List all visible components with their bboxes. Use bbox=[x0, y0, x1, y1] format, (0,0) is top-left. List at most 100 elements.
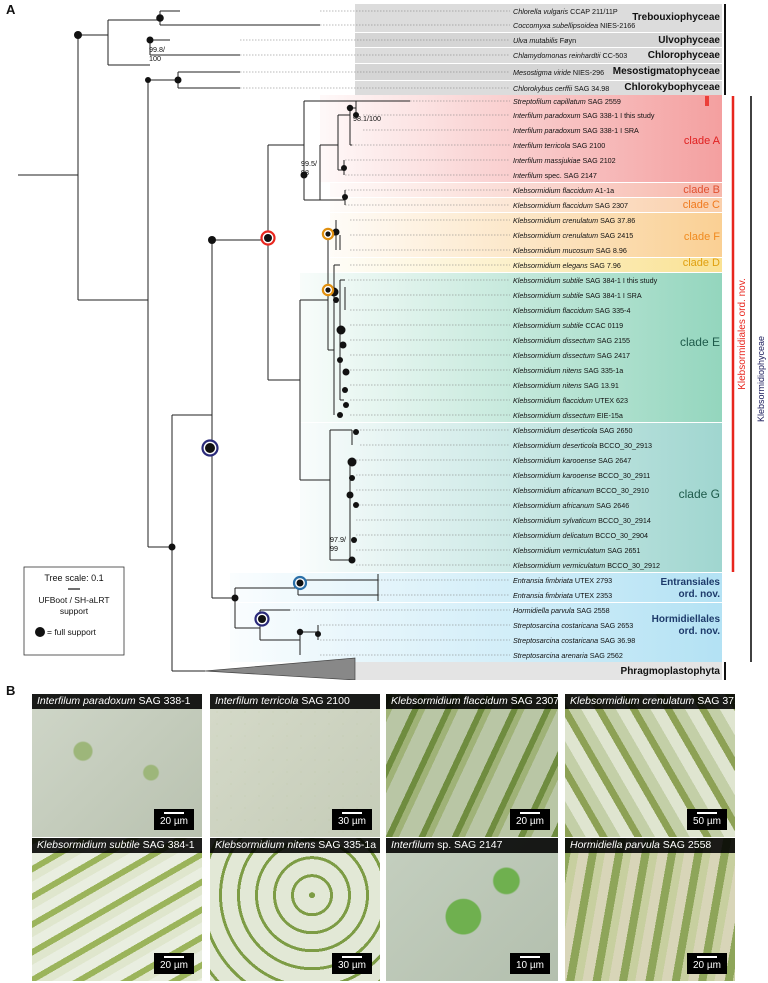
taxon-name: Klebsormidium elegans bbox=[513, 261, 590, 270]
tip-label: Chlamydomonas reinhardtii CC-503 bbox=[513, 51, 627, 60]
taxon-name: Klebsormidium crenulatum bbox=[513, 231, 600, 240]
micrograph-strain: SAG 338-1 bbox=[135, 695, 191, 707]
strain-id: UTEX 2353 bbox=[575, 591, 612, 600]
klebsormidiophyceae-node-core bbox=[205, 443, 215, 453]
tip-label: Klebsormidium karooense BCCO_30_2911 bbox=[513, 471, 650, 480]
scale-bar-label: 30 µm bbox=[338, 960, 366, 971]
micrograph-strain: SAG 2100 bbox=[298, 695, 350, 707]
band-clade-b bbox=[330, 183, 722, 197]
full-support-node bbox=[341, 165, 347, 171]
hormidiellales-node-core bbox=[258, 615, 266, 623]
strain-id: SAG 36.98 bbox=[600, 636, 635, 645]
taxon-name: Klebsormidium subtile bbox=[513, 276, 585, 285]
support-value: 98.1/100 bbox=[353, 114, 381, 123]
band-clade-e bbox=[300, 273, 722, 422]
micrograph-strain: sp. SAG 2147 bbox=[434, 839, 503, 851]
strain-id: UTEX 623 bbox=[595, 396, 628, 405]
scale-bar: 20 µm bbox=[687, 953, 727, 974]
scale-bar: 20 µm bbox=[510, 809, 550, 830]
scale-bar-label: 20 µm bbox=[160, 816, 188, 827]
tip-label: Klebsormidium subtile SAG 384-1 I SRA bbox=[513, 291, 642, 300]
taxon-name: Klebsormidium mucosum bbox=[513, 246, 596, 255]
strain-id: SAG 338-1 I SRA bbox=[583, 126, 640, 135]
strain-id: SAG 2558 bbox=[577, 606, 610, 615]
band-phragmoplastophyta bbox=[355, 662, 722, 680]
scale-bar-label: 30 µm bbox=[338, 816, 366, 827]
klebsormidiales-node-core bbox=[264, 234, 272, 242]
tip-label: Chlorokybus cerffii SAG 34.98 bbox=[513, 84, 609, 93]
strain-id: BCCO_30_2904 bbox=[595, 531, 648, 540]
full-support-node bbox=[333, 297, 339, 303]
tip-label: Interfilum massjukiae SAG 2102 bbox=[513, 156, 616, 165]
micrograph-species: Klebsormidium flaccidum bbox=[391, 695, 508, 707]
tip-label: Entransia fimbriata UTEX 2793 bbox=[513, 576, 612, 585]
panel-b-label: B bbox=[6, 683, 16, 698]
full-support-node bbox=[342, 368, 350, 376]
class-label: Ulvophyceae bbox=[658, 35, 720, 46]
taxon-name: Klebsormidium vermiculatum bbox=[513, 546, 607, 555]
tip-label: Klebsormidium dissectum SAG 2417 bbox=[513, 351, 630, 360]
tip-label: Streptosarcina costaricana SAG 36.98 bbox=[513, 636, 635, 645]
taxon-name: Ulva mutabilis bbox=[513, 36, 560, 45]
taxon-name: Interfilum terricola bbox=[513, 141, 572, 150]
taxon-name: Streptosarcina costaricana bbox=[513, 621, 600, 630]
full-support-node bbox=[300, 171, 308, 179]
strain-id: SAG 2102 bbox=[583, 156, 616, 165]
scale-bar-line bbox=[697, 956, 717, 958]
legend-full-support: = full support bbox=[47, 627, 97, 637]
scale-bar-line bbox=[342, 812, 362, 814]
taxon-name: Klebsormidium dissectum bbox=[513, 411, 597, 420]
taxon-name: Klebsormidium nitens bbox=[513, 366, 584, 375]
tip-label: Klebsormidium deserticola SAG 2650 bbox=[513, 426, 632, 435]
full-support-node bbox=[346, 491, 354, 499]
taxon-name: Klebsormidium subtile bbox=[513, 291, 585, 300]
tip-label: Klebsormidium karooense SAG 2647 bbox=[513, 456, 631, 465]
tip-label: Klebsormidium africanum BCCO_30_2910 bbox=[513, 486, 649, 495]
full-support-node bbox=[156, 14, 164, 22]
micrograph-caption: Klebsormidium flaccidum SAG 2307 bbox=[386, 694, 558, 709]
micrograph-species: Interfilum paradoxum bbox=[37, 695, 136, 707]
full-support-node bbox=[353, 112, 359, 118]
clade-label: clade A bbox=[684, 135, 721, 147]
klebsormidiophyceae-label: Klebsormidiophyceae bbox=[756, 336, 766, 422]
tip-label: Klebsormidium nitens SAG 13.91 bbox=[513, 381, 619, 390]
full-support-node bbox=[353, 429, 359, 435]
strain-id: BCCO_30_2912 bbox=[607, 561, 660, 570]
tip-label: Klebsormidium dissectum SAG 2155 bbox=[513, 336, 630, 345]
tip-label: Klebsormidium flaccidum A1-1a bbox=[513, 186, 614, 195]
tip-label: Klebsormidium vermiculatum BCCO_30_2912 bbox=[513, 561, 660, 570]
strain-id: BCCO_30_2910 bbox=[596, 486, 649, 495]
tip-label: Klebsormidium sylvaticum BCCO_30_2914 bbox=[513, 516, 651, 525]
micrograph-tile: Klebsormidium crenulatum SAG 37.8650 µm bbox=[565, 694, 735, 837]
scale-bar-line bbox=[697, 812, 717, 814]
class-label: Trebouxiophyceae bbox=[632, 12, 720, 23]
tip-label: Interfilum terricola SAG 2100 bbox=[513, 141, 605, 150]
micrograph-strain: SAG 2307 bbox=[507, 695, 558, 707]
taxon-name: Klebsormidium flaccidum bbox=[513, 186, 595, 195]
strain-id: SAG 384-1 I SRA bbox=[585, 291, 642, 300]
strain-id: NIES-2166 bbox=[600, 21, 635, 30]
scale-bar: 20 µm bbox=[154, 809, 194, 830]
strain-id: SAG 13.91 bbox=[584, 381, 619, 390]
taxon-name: Streptofilum capillatum bbox=[513, 97, 588, 106]
strain-id: BCCO_30_2914 bbox=[598, 516, 651, 525]
tip-label: Klebsormidium vermiculatum SAG 2651 bbox=[513, 546, 640, 555]
scale-bar-line bbox=[342, 956, 362, 958]
full-support-node bbox=[146, 36, 154, 44]
strain-id: BCCO_30_2913 bbox=[599, 441, 652, 450]
taxon-name: Klebsormidium dissectum bbox=[513, 351, 597, 360]
strain-id: SAG 7.96 bbox=[590, 261, 621, 270]
tip-label: Klebsormidium crenulatum SAG 2415 bbox=[513, 231, 633, 240]
strain-id: SAG 34.98 bbox=[574, 84, 609, 93]
full-support-node bbox=[351, 537, 357, 543]
scale-bar: 30 µm bbox=[332, 953, 372, 974]
legend-full-support-dot bbox=[35, 627, 45, 637]
clade-label: clade B bbox=[683, 184, 720, 196]
full-support-node bbox=[208, 236, 216, 244]
strain-id: SAG 2100 bbox=[572, 141, 605, 150]
clade-label: clade E bbox=[680, 335, 720, 349]
support-value: 97.9/ bbox=[330, 535, 346, 544]
full-support-node bbox=[349, 475, 355, 481]
band-chlorophyceae bbox=[355, 48, 722, 63]
taxon-name: Klebsormidium africanum bbox=[513, 486, 596, 495]
